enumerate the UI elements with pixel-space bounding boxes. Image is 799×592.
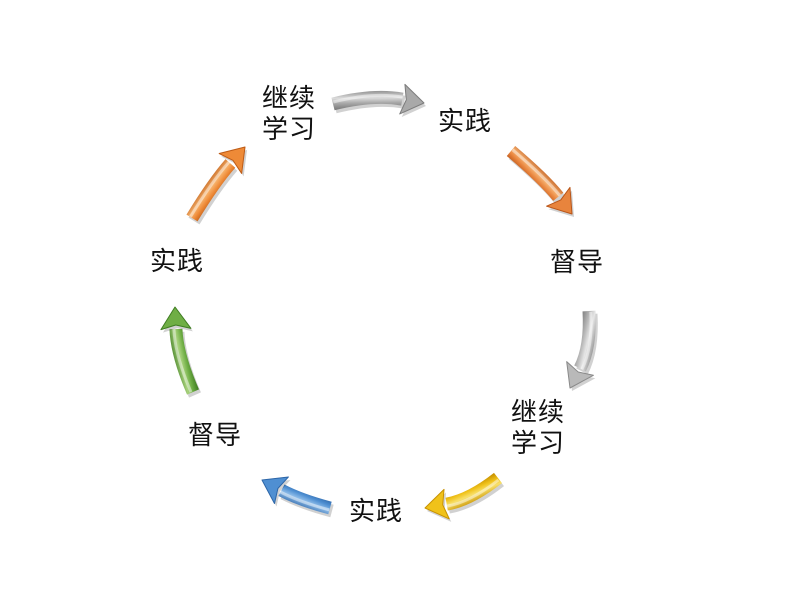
node-bottom-right: 继续 学习 bbox=[511, 398, 565, 460]
node-bottom-left-line-1: 督导 bbox=[188, 421, 243, 451]
cycle-arrow-left-to-top-left bbox=[186, 146, 247, 225]
node-bottom-right-line-1: 继续 bbox=[511, 398, 566, 428]
cycle-arrow-head bbox=[546, 186, 573, 215]
cycle-arrow-bottom-left-to-left bbox=[160, 306, 201, 398]
cycle-arrow-bottom-right-to-bottom bbox=[424, 472, 505, 522]
node-left: 实践 bbox=[150, 247, 204, 278]
node-bottom-left: 督导 bbox=[188, 421, 242, 452]
node-top-left-line-1: 继续 bbox=[262, 84, 317, 114]
cycle-arrow-head bbox=[424, 488, 450, 520]
cycle-arrow-shaft bbox=[278, 484, 332, 515]
cycle-arrow-head bbox=[566, 361, 594, 389]
cycle-arrow-head bbox=[261, 476, 289, 505]
node-top-right-line-1: 实践 bbox=[438, 107, 493, 137]
cycle-arrow-highlight bbox=[580, 311, 593, 371]
node-top-left-line-2: 学习 bbox=[262, 115, 317, 145]
cycle-arrow-top-right-to-right bbox=[506, 146, 574, 217]
cycle-arrow-head bbox=[160, 306, 192, 331]
cycle-arrow-top-left-to-top-right bbox=[331, 83, 426, 117]
cycle-arrow-highlight bbox=[446, 478, 500, 508]
node-left-line-1: 实践 bbox=[150, 247, 205, 277]
cycle-arrow-shaft bbox=[169, 328, 199, 395]
cycle-arrow-shaft bbox=[186, 159, 236, 222]
cycle-arrow-highlight bbox=[172, 329, 193, 393]
cycle-arrow-head bbox=[218, 146, 246, 174]
cycle-arrow-head bbox=[399, 83, 425, 115]
cycle-arrow-shaft bbox=[331, 90, 404, 111]
node-bottom: 实践 bbox=[349, 497, 403, 528]
node-right-line-1: 督导 bbox=[550, 248, 605, 278]
cycle-arrow-shaft bbox=[574, 310, 596, 372]
cycle-arrow-shaft bbox=[506, 146, 564, 201]
cycle-arrow-highlight bbox=[189, 161, 231, 218]
node-right: 督导 bbox=[550, 248, 604, 279]
cycle-arrow-bottom-to-bottom-left bbox=[261, 476, 334, 518]
cycle-arrow-highlight bbox=[511, 148, 562, 197]
cycle-arrow-shaft bbox=[445, 472, 503, 511]
cycle-arrow-highlight bbox=[279, 490, 330, 512]
node-top-left: 继续 学习 bbox=[262, 84, 316, 146]
node-bottom-line-1: 实践 bbox=[349, 497, 404, 527]
cycle-arrow-right-to-bottom-right bbox=[566, 310, 598, 391]
cycle-arrow-highlight bbox=[332, 93, 403, 104]
node-bottom-right-line-2: 学习 bbox=[511, 429, 566, 459]
node-top-right: 实践 bbox=[438, 107, 492, 138]
